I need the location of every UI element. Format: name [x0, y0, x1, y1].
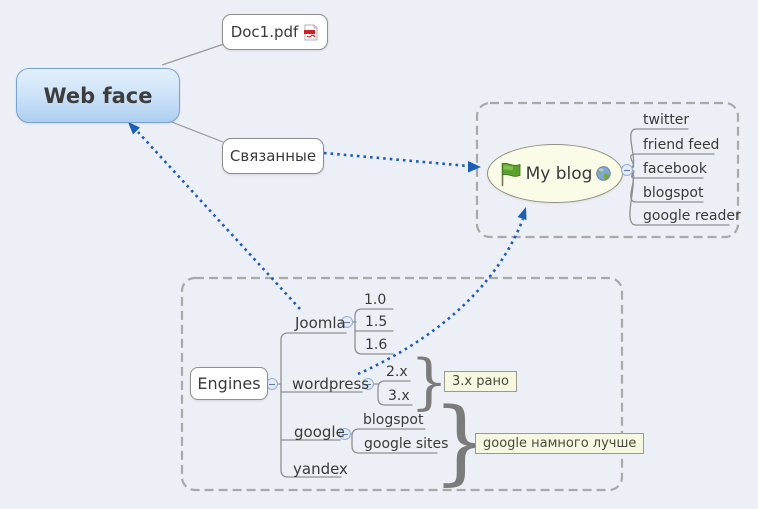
joomla-version-1-0[interactable]: 1.0 — [364, 292, 387, 308]
relationship-lines — [137, 131, 525, 376]
relationship-joomla-to-webface — [137, 131, 301, 310]
blog-child-friend-feed[interactable]: friend feed — [643, 137, 720, 153]
relationship-related-to-myblog — [323, 151, 469, 168]
root-topic-label: Web face — [43, 83, 153, 108]
blog-child-blogspot[interactable]: blogspot — [643, 185, 704, 201]
line-webface-related — [163, 118, 224, 143]
pdf-file-icon — [304, 23, 319, 40]
engines-group-boundary — [180, 276, 624, 492]
wordpress-children-comb — [377, 380, 413, 406]
root-topic-web-face[interactable]: Web face — [16, 68, 180, 123]
wordpress-version-3x[interactable]: 3.x — [388, 388, 410, 404]
collapse-button-engines[interactable] — [266, 378, 278, 390]
topic-doc1-pdf[interactable]: Doc1.pdf — [222, 14, 328, 50]
engines-tree-connectors — [277, 308, 438, 478]
callout-google-note-text: google намного лучше — [483, 436, 637, 451]
curve-googlereader — [628, 171, 730, 226]
collapse-button-joomla[interactable] — [341, 316, 353, 328]
branch-yandex[interactable]: yandex — [293, 460, 348, 478]
topic-engines[interactable]: Engines — [190, 367, 268, 400]
blog-child-twitter[interactable]: twitter — [643, 112, 690, 128]
collapse-button-my-blog[interactable] — [621, 164, 633, 176]
google-child-google-sites[interactable]: google sites — [364, 436, 449, 452]
callout-wordpress-note-text: 3.x рано — [452, 374, 509, 389]
globe-icon — [596, 166, 612, 181]
arrowhead-to-webface — [128, 122, 140, 135]
topic-engines-label: Engines — [197, 374, 261, 393]
branch-google[interactable]: google — [294, 423, 345, 441]
collapse-button-wordpress[interactable] — [362, 378, 374, 390]
green-flag-icon — [501, 162, 520, 186]
root-association-lines — [161, 43, 225, 143]
topic-my-blog-label: My blog — [525, 163, 593, 184]
collapse-button-google[interactable] — [339, 428, 351, 440]
topic-my-blog[interactable]: My blog — [487, 144, 623, 203]
line-webface-doc1 — [161, 43, 225, 66]
branch-wordpress[interactable]: wordpress — [292, 375, 370, 393]
topic-related[interactable]: Связанные — [222, 138, 324, 174]
google-child-blogspot[interactable]: blogspot — [363, 412, 424, 428]
google-children-comb — [351, 428, 438, 454]
topic-related-label: Связанные — [229, 147, 317, 165]
engines-trunk — [280, 332, 347, 478]
joomla-version-1-6[interactable]: 1.6 — [365, 337, 388, 353]
callout-wordpress-note[interactable]: 3.x рано — [444, 371, 517, 392]
blog-child-google-reader[interactable]: google reader — [643, 208, 741, 224]
arrowhead-to-myblog-bottom — [517, 207, 527, 220]
joomla-version-1-5[interactable]: 1.5 — [365, 314, 388, 330]
wordpress-version-2x[interactable]: 2.x — [386, 364, 408, 380]
topic-doc1-label: Doc1.pdf — [230, 23, 299, 41]
branch-joomla[interactable]: Joomla — [295, 314, 346, 332]
relationship-arrowheads — [128, 122, 527, 220]
callout-google-note[interactable]: google намного лучше — [475, 433, 645, 454]
blog-child-facebook[interactable]: facebook — [643, 161, 707, 177]
arrowhead-to-myblog-left — [468, 161, 481, 173]
blog-group-boundary — [475, 101, 740, 239]
